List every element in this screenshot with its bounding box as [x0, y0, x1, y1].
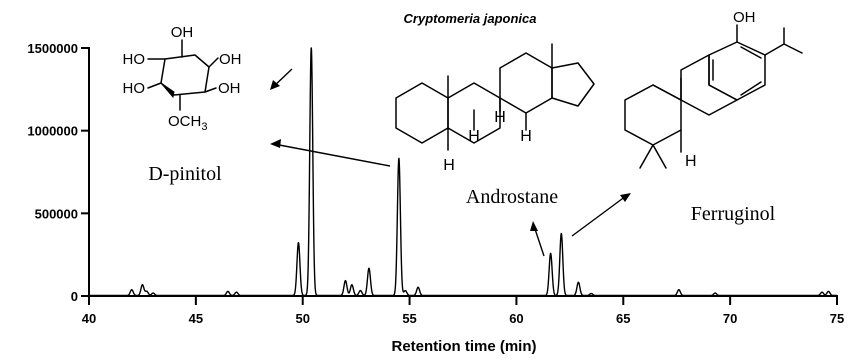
ferruginol-oh-label: OH: [733, 9, 756, 26]
pinitol-bond: [208, 57, 219, 68]
hydrogen-label: H: [443, 157, 455, 174]
hydrogen-label: H: [520, 128, 532, 145]
x-tick-label: 45: [189, 311, 203, 326]
androstane-ring-c: [499, 52, 553, 114]
pinitol-arrowhead: [270, 139, 281, 148]
ferruginol-bond: [764, 43, 785, 56]
x-tick-label: 70: [723, 311, 737, 326]
ferruginol-bond: [783, 43, 803, 54]
chart-title: Cryptomeria japonica: [404, 11, 537, 26]
pinitol-arrowhead: [270, 80, 280, 90]
x-tick-label: 60: [509, 311, 523, 326]
pinitol-ho-label: HO: [123, 51, 146, 68]
androstane-structure: H H H H: [395, 43, 595, 174]
y-tick-label: 500000: [35, 206, 78, 221]
pinitol-oh-label: OH: [218, 80, 241, 97]
pinitol-ho-label: HO: [123, 80, 146, 97]
y-tick-label: 1000000: [27, 124, 78, 139]
annotation-arrows: [270, 68, 631, 257]
pinitol-oh-label: OH: [171, 24, 194, 41]
pinitol-bond: [204, 87, 217, 93]
y-tick-label: 0: [71, 289, 78, 304]
y-tick-label: 1500000: [27, 41, 78, 56]
androstane-arrowhead: [530, 221, 538, 231]
ferruginol-bond: [652, 84, 682, 101]
x-tick-label: 75: [830, 311, 844, 326]
x-tick-label: 65: [616, 311, 630, 326]
ferruginol-arrowhead: [620, 193, 631, 202]
pinitol-arrow: [273, 143, 391, 167]
hydrogen-label: H: [494, 109, 506, 126]
ferruginol-ring-b: [680, 54, 738, 116]
ferruginol-label: Ferruginol: [691, 203, 776, 225]
pinitol-oh-label: OH: [219, 51, 242, 68]
x-axis-title: Retention time (min): [392, 338, 537, 355]
d-pinitol-label: D-pinitol: [148, 163, 222, 185]
androstane-ring-d: [551, 62, 595, 107]
pinitol-ring-wedge-bond: [160, 82, 175, 99]
ferruginol-structure: OH H: [624, 9, 803, 170]
x-axis-ticks: 40 45 50 55 60 65 70 75: [82, 296, 844, 326]
ferruginol-aromatic-double-bond: [740, 81, 762, 96]
x-tick-label: 50: [295, 311, 309, 326]
x-tick-label: 40: [82, 311, 96, 326]
hydrogen-label: H: [468, 128, 480, 145]
y-axis-ticks: 0 500000 1000000 1500000: [27, 41, 89, 304]
androstane-label: Androstane: [466, 186, 558, 208]
ferruginol-bond: [639, 144, 654, 169]
hydrogen-label: H: [685, 153, 697, 170]
ferruginol-aromatic-ring: [708, 41, 766, 101]
ferruginol-bond: [652, 144, 667, 169]
pinitol-methoxy-label: OCH3: [168, 113, 207, 133]
pinitol-bond: [147, 82, 162, 89]
ferruginol-arrow: [571, 195, 627, 237]
d-pinitol-structure: OH HO OH HO OH OCH3: [123, 24, 242, 133]
ferruginol-aromatic-double-bond: [740, 46, 762, 59]
ferruginol-ring-a: [624, 84, 682, 146]
androstane-ring-a: [395, 82, 449, 144]
x-tick-label: 55: [402, 311, 416, 326]
